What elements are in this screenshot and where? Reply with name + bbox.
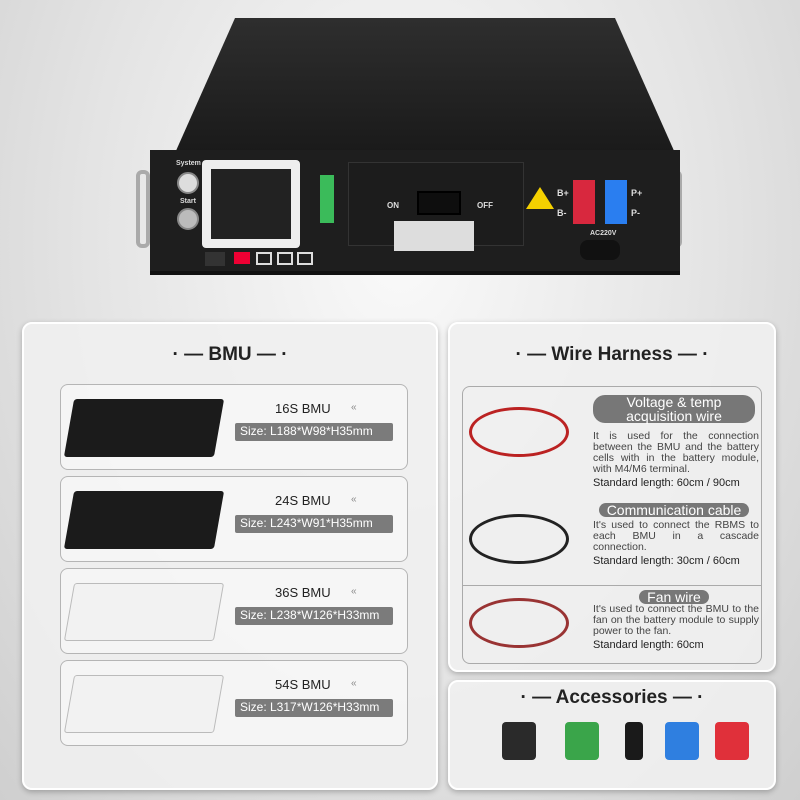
rbms-front-panel: System Start ON OFF B+ B- P+ P- AC220V	[150, 150, 680, 275]
product-label	[394, 221, 474, 251]
accessory-terminal-block	[565, 722, 599, 760]
breaker-panel: ON OFF	[348, 162, 524, 251]
pcs-connector	[605, 180, 627, 224]
rj45-port	[256, 252, 272, 265]
wire-harness-panel: · — Wire Harness — · Voltage & temp acqu…	[448, 322, 776, 672]
wire-length: Standard length: 30cm / 60cm	[593, 555, 740, 567]
bmu-name: 16S BMU	[275, 401, 331, 416]
wire-image	[469, 407, 569, 457]
start-label: Start	[180, 198, 196, 205]
wire-desc: It's used to connect the BMU to the fan …	[593, 603, 759, 637]
wire-harness-title: · — Wire Harness — ·	[515, 344, 709, 365]
accessory-plug	[625, 722, 643, 760]
wire-image	[469, 598, 569, 648]
p-minus-label: P-	[631, 208, 640, 218]
bmu-title: · — BMU — ·	[172, 344, 288, 365]
system-label: System	[176, 160, 201, 167]
accessory-red-connector	[715, 722, 749, 760]
bmu-title-text: BMU	[208, 344, 252, 365]
wire-harness-title-text: Wire Harness	[551, 344, 673, 365]
start-button	[177, 208, 199, 230]
warning-icon	[526, 187, 554, 209]
bmu-image	[63, 399, 225, 457]
lcd-screen	[202, 160, 300, 248]
breaker-switch	[417, 191, 461, 215]
wire-image	[469, 514, 569, 564]
bmu-image	[63, 491, 225, 549]
bmu-image	[63, 583, 225, 641]
bmu-size: Size: L243*W91*H35mm	[235, 515, 393, 533]
wire-length: Standard length: 60cm / 90cm	[593, 477, 740, 489]
bmu-item: 24S BMU«Size: L243*W91*H35mm	[60, 476, 408, 562]
rj45-port	[297, 252, 313, 265]
port	[205, 252, 225, 266]
dip-switch	[234, 252, 250, 264]
left-handle	[136, 170, 150, 248]
on-label: ON	[387, 201, 399, 210]
ac-label: AC220V	[590, 230, 617, 237]
rack-top	[175, 18, 675, 153]
bmu-item: 36S BMU«Size: L238*W126*H33mm	[60, 568, 408, 654]
accessory-blue-connector	[665, 722, 699, 760]
accessory-connector	[502, 722, 536, 760]
wire-item: Fan wire It's used to connect the BMU to…	[462, 586, 762, 664]
bmu-image	[63, 675, 225, 733]
terminal-block	[320, 175, 334, 223]
wire-item: Voltage & temp acquisition wire It is us…	[462, 386, 762, 496]
accessories-title-text: Accessories	[555, 687, 668, 708]
bmu-panel: · — BMU — · 16S BMU«Size: L188*W98*H35mm…	[22, 322, 438, 790]
bmu-name: 24S BMU	[275, 493, 331, 508]
bmu-size: Size: L188*W98*H35mm	[235, 423, 393, 441]
wire-item: Communication cable It's used to connect…	[462, 496, 762, 586]
wire-desc: It is used for the connection between th…	[593, 430, 759, 475]
wire-title: Voltage & temp acquisition wire	[593, 395, 755, 423]
off-label: OFF	[477, 201, 493, 210]
rj45-port	[277, 252, 293, 265]
battery-connector	[573, 180, 595, 224]
accessories-panel: · — Accessories — ·	[448, 680, 776, 790]
b-minus-label: B-	[557, 208, 567, 218]
bmu-item: 16S BMU«Size: L188*W98*H35mm	[60, 384, 408, 470]
bmu-size: Size: L238*W126*H33mm	[235, 607, 393, 625]
wire-title: Communication cable	[598, 503, 750, 517]
ac-socket	[580, 240, 620, 260]
wire-length: Standard length: 60cm	[593, 639, 704, 651]
accessories-title: · — Accessories — ·	[520, 687, 704, 708]
p-plus-label: P+	[631, 188, 643, 198]
bmu-name: 36S BMU	[275, 585, 331, 600]
bmu-item: 54S BMU«Size: L317*W126*H33mm	[60, 660, 408, 746]
bmu-name: 54S BMU	[275, 677, 331, 692]
wire-desc: It's used to connect the RBMS to each BM…	[593, 519, 759, 553]
bmu-size: Size: L317*W126*H33mm	[235, 699, 393, 717]
b-plus-label: B+	[557, 188, 569, 198]
wire-title: Fan wire	[639, 590, 709, 604]
system-button	[177, 172, 199, 194]
